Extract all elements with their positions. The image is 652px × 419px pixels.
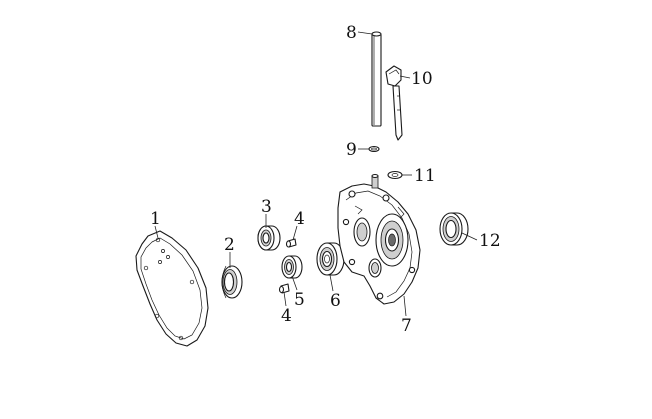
leader-4a xyxy=(292,225,298,241)
callout-12: 12 xyxy=(479,231,501,251)
part-8-shaft xyxy=(371,31,382,127)
leader-lines xyxy=(154,31,478,317)
leader-10 xyxy=(399,75,411,79)
leader-7 xyxy=(403,295,407,317)
part-1-gasket xyxy=(135,230,209,347)
callout-2: 2 xyxy=(224,235,235,255)
part-9-oring xyxy=(368,145,380,153)
leader-8 xyxy=(357,31,373,35)
callout-4-lower: 4 xyxy=(281,306,292,326)
callout-3: 3 xyxy=(261,197,272,217)
callout-10: 10 xyxy=(411,69,433,89)
part-7-housing xyxy=(337,173,421,305)
part-2-oil-seal xyxy=(221,265,243,299)
part-10-dipstick xyxy=(385,65,403,141)
callout-8: 8 xyxy=(346,23,357,43)
callout-5: 5 xyxy=(294,290,305,310)
part-11-washer xyxy=(387,170,403,180)
part-4-dowel-lower xyxy=(278,283,290,294)
part-6-bearing xyxy=(316,242,345,276)
callout-9: 9 xyxy=(346,140,357,160)
part-5-bearing xyxy=(281,255,303,279)
leader-1 xyxy=(154,225,159,239)
part-3-bearing xyxy=(257,225,281,251)
part-4-dowel-upper xyxy=(285,238,297,248)
leader-12 xyxy=(461,232,478,241)
leader-6 xyxy=(329,274,334,292)
callout-6: 6 xyxy=(330,291,341,311)
leader-4b xyxy=(283,291,287,307)
callout-4-upper: 4 xyxy=(294,209,305,229)
part-12-seal xyxy=(439,212,469,246)
callout-11: 11 xyxy=(414,166,436,186)
leader-5 xyxy=(291,275,298,291)
callout-7: 7 xyxy=(401,316,412,336)
callout-labels: 1 2 3 4 4 5 6 7 8 9 10 11 12 xyxy=(150,23,501,336)
callout-1: 1 xyxy=(150,209,161,229)
